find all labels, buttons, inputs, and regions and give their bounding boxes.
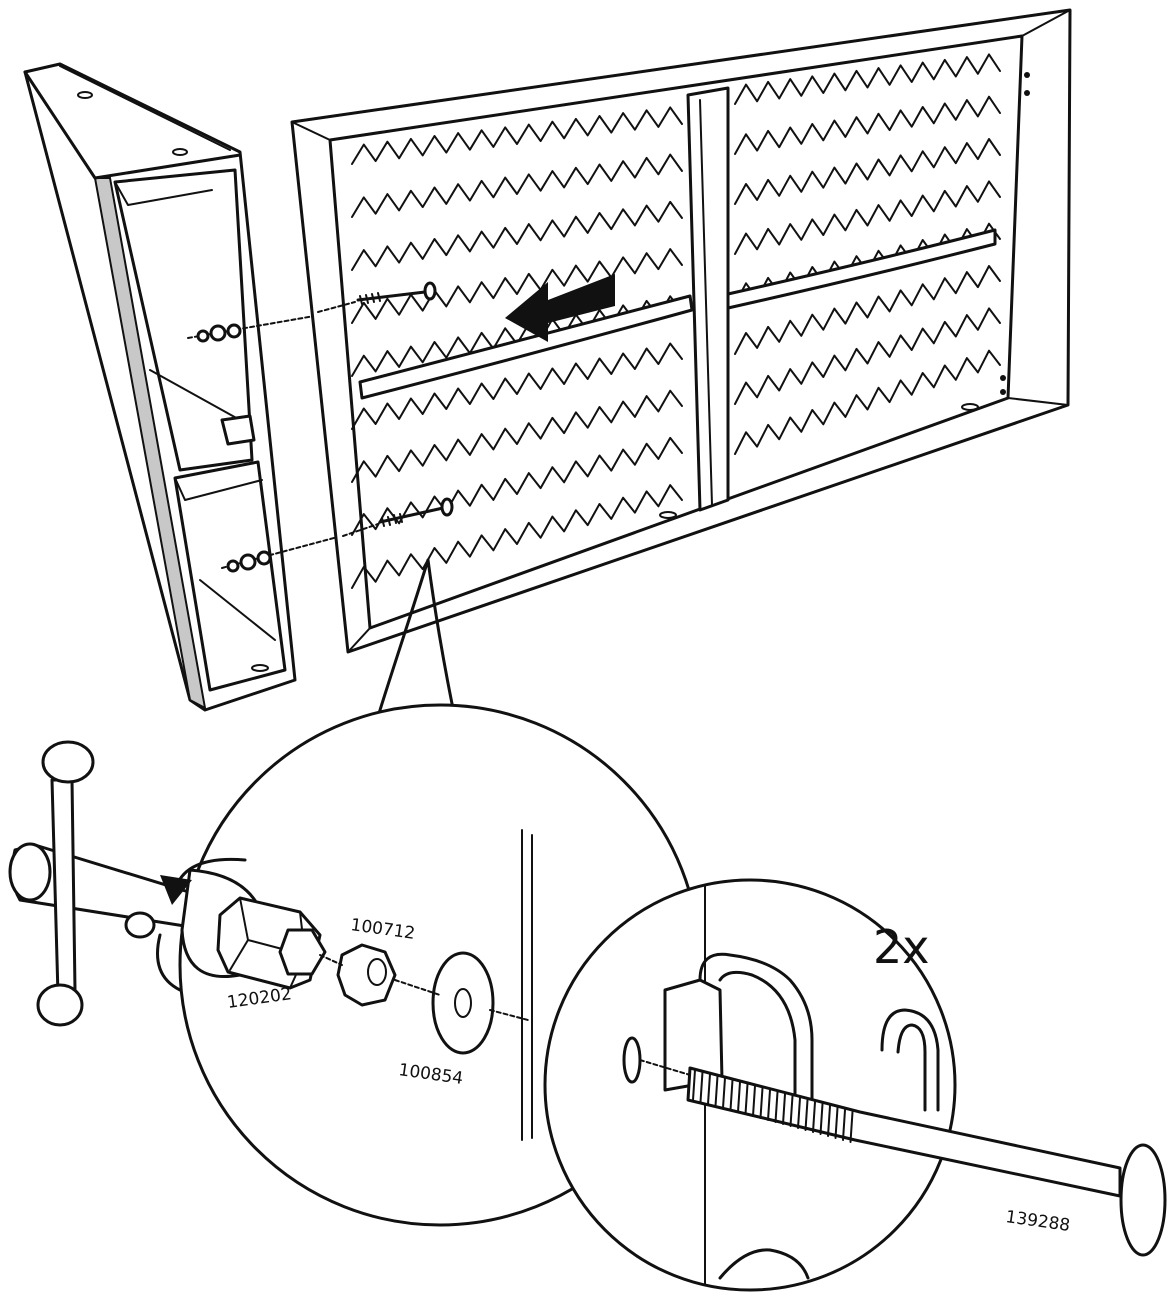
bolt-thread [789, 1095, 794, 1127]
spring-wire [351, 389, 683, 483]
bolt-thread [849, 1111, 854, 1143]
spring-wire [351, 248, 683, 324]
bolt-thread [819, 1103, 824, 1135]
spring-wire [734, 95, 1001, 155]
bolt-thread [804, 1099, 809, 1131]
bolt-thread [699, 1071, 704, 1103]
spring-wire [734, 265, 1001, 355]
cross-rail-right [726, 228, 997, 310]
spring-wire [734, 138, 1001, 205]
spring-wire [351, 342, 683, 430]
frame-bolt-upper [317, 281, 437, 313]
bolt-thread [752, 1085, 756, 1117]
bolt-thread [797, 1097, 801, 1129]
spring-wire [734, 307, 1001, 405]
spring-wire [351, 106, 683, 165]
bolt-thread [834, 1107, 839, 1139]
bolt-thread [812, 1101, 816, 1133]
hex-nut [319, 943, 397, 1007]
seat-frame [290, 8, 1072, 654]
bolt-thread [707, 1073, 711, 1105]
bolt-thread [774, 1091, 779, 1123]
spring-wire [351, 436, 683, 536]
bolt-thread [827, 1105, 831, 1137]
arrow-left-icon [505, 274, 615, 342]
bolt-detail-callout [543, 878, 1167, 1292]
bolt-thread [722, 1077, 726, 1109]
armrest-panel [23, 62, 346, 712]
panel-nut-lower [221, 534, 346, 573]
bolt-thread [692, 1069, 696, 1101]
bolt-thread [737, 1081, 741, 1113]
bolt-thread [767, 1089, 771, 1121]
spring-wire [734, 53, 1001, 105]
bolt-thread [744, 1083, 749, 1115]
spring-wire [351, 484, 683, 589]
bolt-thread [729, 1079, 734, 1111]
bolt-thread [782, 1093, 786, 1125]
spring-wire [734, 180, 1001, 255]
spring-wire [351, 153, 683, 218]
quantity-label: 2x [873, 920, 930, 974]
t-wrench-tool [8, 740, 268, 1027]
bolt-thread [842, 1109, 846, 1141]
bolt-thread [759, 1087, 764, 1119]
cross-rail-left [358, 294, 694, 400]
rotate-counterclockwise-icon [156, 857, 247, 992]
label-139288: 139288 [1004, 1207, 1071, 1236]
bolt-thread [714, 1075, 719, 1107]
frame-bolt-lower [342, 497, 454, 537]
washer [394, 951, 529, 1055]
spring-wire [734, 349, 1001, 455]
hex-socket [216, 896, 327, 990]
spring-wire [351, 200, 683, 271]
springs-left [351, 106, 683, 589]
panel-nut-upper [187, 314, 321, 343]
